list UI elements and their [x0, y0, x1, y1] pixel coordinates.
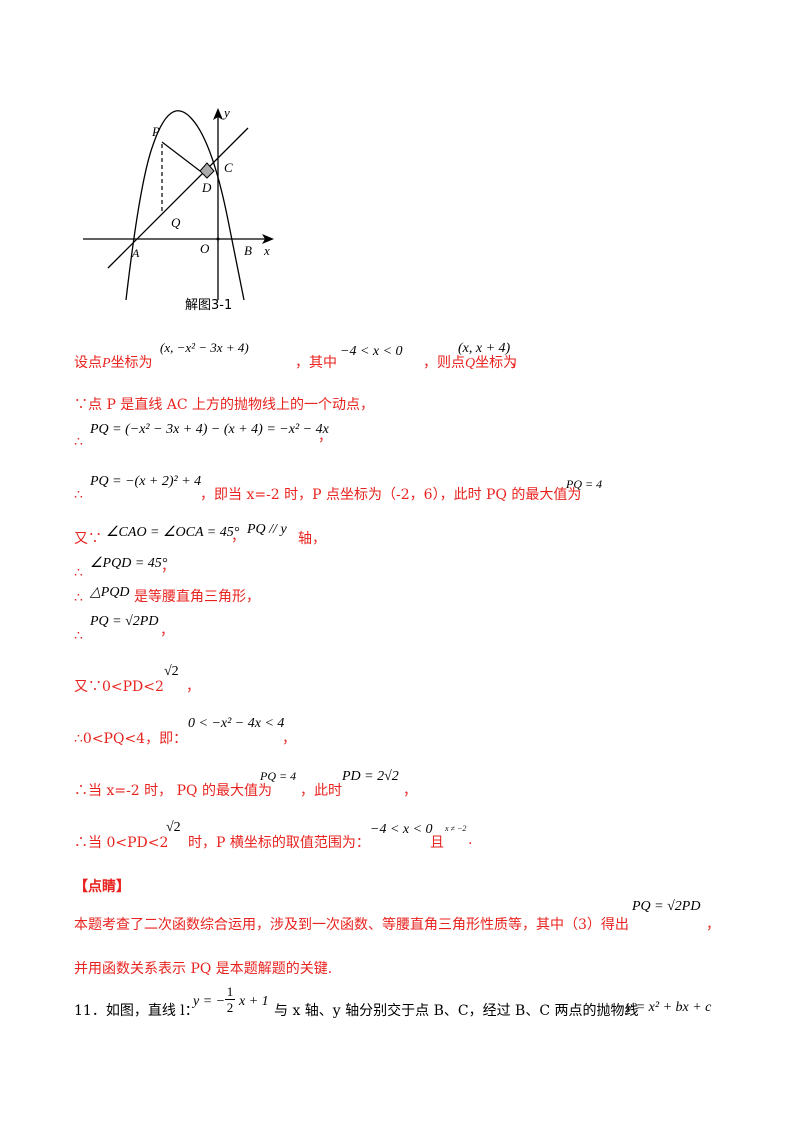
line-12-end: .: [468, 832, 473, 848]
line-1-end: ，则点Q坐标为: [423, 355, 518, 371]
label-o: O: [200, 241, 210, 256]
parabola-curve: [125, 110, 245, 301]
line-ac: [107, 127, 249, 269]
label-x: x: [263, 243, 270, 258]
line-5-end: 轴，: [298, 531, 326, 547]
math-sqrt2-b: √2: [166, 820, 181, 835]
line-6-comma: ，: [161, 559, 175, 575]
comment-heading: 【点睛】: [74, 879, 130, 895]
line-12-mid: 时，P 横坐标的取值范围为：: [188, 835, 370, 851]
math-triangle-pqd: △PQD: [90, 585, 130, 600]
line-2: ∵点 P 是直线 AC 上方的抛物线上的一个动点，: [74, 397, 375, 413]
segment-pd: [161, 141, 201, 172]
figure-caption: 解图3-1: [185, 298, 233, 313]
line-5-prefix: 又∵: [74, 531, 102, 547]
math-pq-max-2: PQ = 4: [260, 769, 297, 783]
point-o-dot: [216, 237, 220, 241]
label-a: A: [131, 246, 140, 260]
math-p-coord: (x, −x² − 3x + 4): [160, 340, 249, 355]
comment-line-1: 本题考查了二次函数综合运用，涉及到一次函数、等腰直角三角形性质等，其中（3）得出: [74, 917, 629, 933]
line-12-and: 且: [430, 835, 444, 851]
line-4-text: ，即当 x=-2 时，P 点坐标为（-2，6），此时 PQ 的最大值为: [200, 487, 582, 503]
line-10-text: ∴0<PQ<4，即：: [74, 731, 188, 747]
math-pq-range: 0 < −x² − 4x < 4: [188, 716, 285, 731]
math-comment-pq: PQ = √2PD: [632, 899, 701, 914]
line-10-comma: ，: [282, 731, 296, 747]
math-pq-parallel: PQ // y: [247, 522, 287, 537]
label-d: D: [201, 180, 212, 195]
math-angles: ∠CAO = ∠OCA = 45°: [106, 525, 240, 540]
line-3-prefix: ∴: [74, 434, 83, 450]
line-9-text: 又∵0<PD<2: [74, 679, 164, 695]
x-axis-arrow: [262, 234, 274, 244]
line-11-text: ∴当 x=-2 时， PQ 的最大值为: [74, 783, 272, 799]
comment-line-2: 并用函数关系表示 PQ 是本题解题的关键.: [74, 961, 333, 977]
line-11-comma: ，: [403, 783, 417, 799]
point-p-label: P: [102, 356, 111, 371]
math-pq-vertex: PQ = −(x + 2)² + 4: [90, 474, 202, 489]
math-angle-pqd: ∠PQD = 45°: [90, 556, 168, 571]
parabola-figure: P y C D Q A O B x: [83, 105, 274, 301]
line-5-comma: ，: [231, 529, 245, 545]
math-q-coord: (x, x + 4): [458, 341, 511, 356]
line-1: 设点P坐标为: [74, 355, 153, 371]
math-pq-expr: PQ = (−x² − 3x + 4) − (x + 4) = −x² − 4x: [90, 422, 329, 437]
comment-line-1-end: ，: [706, 917, 720, 933]
label-b: B: [244, 243, 252, 258]
label-p: P: [151, 124, 160, 139]
math-sqrt2-a: √2: [164, 664, 179, 679]
line-7-text: 是等腰直角三角形，: [134, 589, 260, 605]
math-x-range-final: −4 < x < 0: [370, 822, 433, 837]
label-y: y: [222, 105, 230, 120]
math-pq-max: PQ = 4: [566, 477, 603, 491]
line-8-prefix: ∴: [74, 628, 83, 644]
math-x-range: −4 < x < 0: [340, 344, 403, 359]
right-angle-marker: [199, 162, 215, 179]
math-x-not-neg2: x ≠ −2: [445, 824, 467, 833]
y-axis-arrow: [213, 108, 223, 120]
line-9-comma: ，: [186, 679, 200, 695]
line-8-comma: ，: [160, 623, 174, 639]
line-12-text: ∴当 0<PD<2: [74, 835, 169, 851]
math-pd-value: PD = 2√2: [342, 769, 399, 784]
q11-number: 11．如图，直线 l：: [74, 1003, 199, 1019]
math-parabola-eq: y = x² + bx + c: [626, 1000, 712, 1015]
label-q: Q: [171, 215, 181, 230]
fraction-half: 1 2: [225, 984, 235, 1015]
math-pq-sqrt2-pd: PQ = √2PD: [90, 614, 159, 629]
line-1-mid: ，其中: [295, 355, 337, 371]
line-6-prefix: ∴: [74, 565, 83, 581]
q11-text: 与 x 轴、y 轴分别交于点 B、C，经过 B、C 两点的抛物线: [274, 1003, 639, 1019]
line-4-prefix: ∴: [74, 487, 83, 503]
label-c: C: [224, 160, 233, 175]
line-11-mid: ，此时: [300, 783, 342, 799]
line-1-comma: ，: [510, 355, 524, 371]
line-3-comma: ，: [318, 429, 332, 445]
line-7-prefix: ∴: [74, 590, 83, 606]
